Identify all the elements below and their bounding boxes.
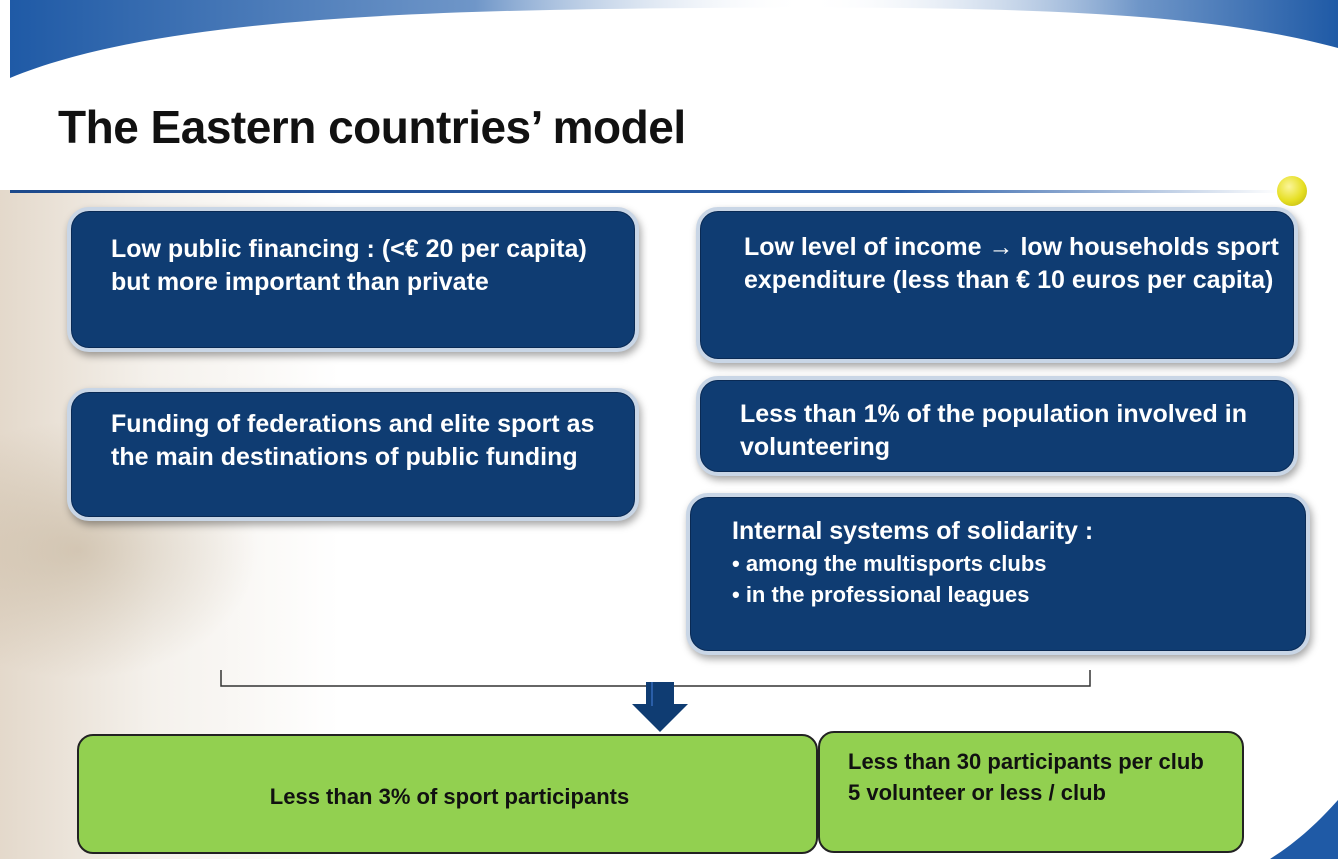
club-stats-box: Less than 30 participants per club 5 vol… [818,731,1244,853]
solidarity-bullet: • in the professional leagues [732,582,1030,608]
solidarity-box: Internal systems of solidarity : • among… [686,493,1310,655]
tennis-ball-icon [1277,176,1307,206]
funding-federations-box: Funding of federations and elite sport a… [67,388,639,521]
public-financing-text: Low public financing : (<€ 20 per capita… [111,235,587,296]
club-volunteers-line: 5 volunteer or less / club [848,779,1106,805]
sport-participants-text: Less than 3% of sport participants [269,784,630,809]
club-stats-text: Less than 30 participants per club 5 vol… [848,747,1238,809]
solidarity-content: Internal systems of solidarity : • among… [732,515,1292,611]
corner-swoosh-decoration [1270,800,1338,859]
income-text: Low level of income → low households spo… [744,233,1279,294]
club-participants-line: Less than 30 participants per club [848,749,1204,774]
public-financing-box: Low public financing : (<€ 20 per capita… [67,207,639,352]
slide-title: The Eastern countries’ model [58,101,686,153]
funding-federations-text: Funding of federations and elite sport a… [111,410,595,471]
solidarity-bullet: • among the multisports clubs [732,550,1047,576]
volunteering-text: Less than 1% of the population involved … [740,400,1247,461]
income-box: Low level of income → low households spo… [696,207,1298,363]
down-arrow-icon [632,682,688,732]
title-divider [10,190,1280,193]
top-swoosh-decoration [10,0,1338,78]
sport-participants-box: Less than 3% of sport participants [77,734,818,854]
volunteering-box: Less than 1% of the population involved … [696,376,1298,476]
solidarity-heading: Internal systems of solidarity : [732,517,1094,545]
